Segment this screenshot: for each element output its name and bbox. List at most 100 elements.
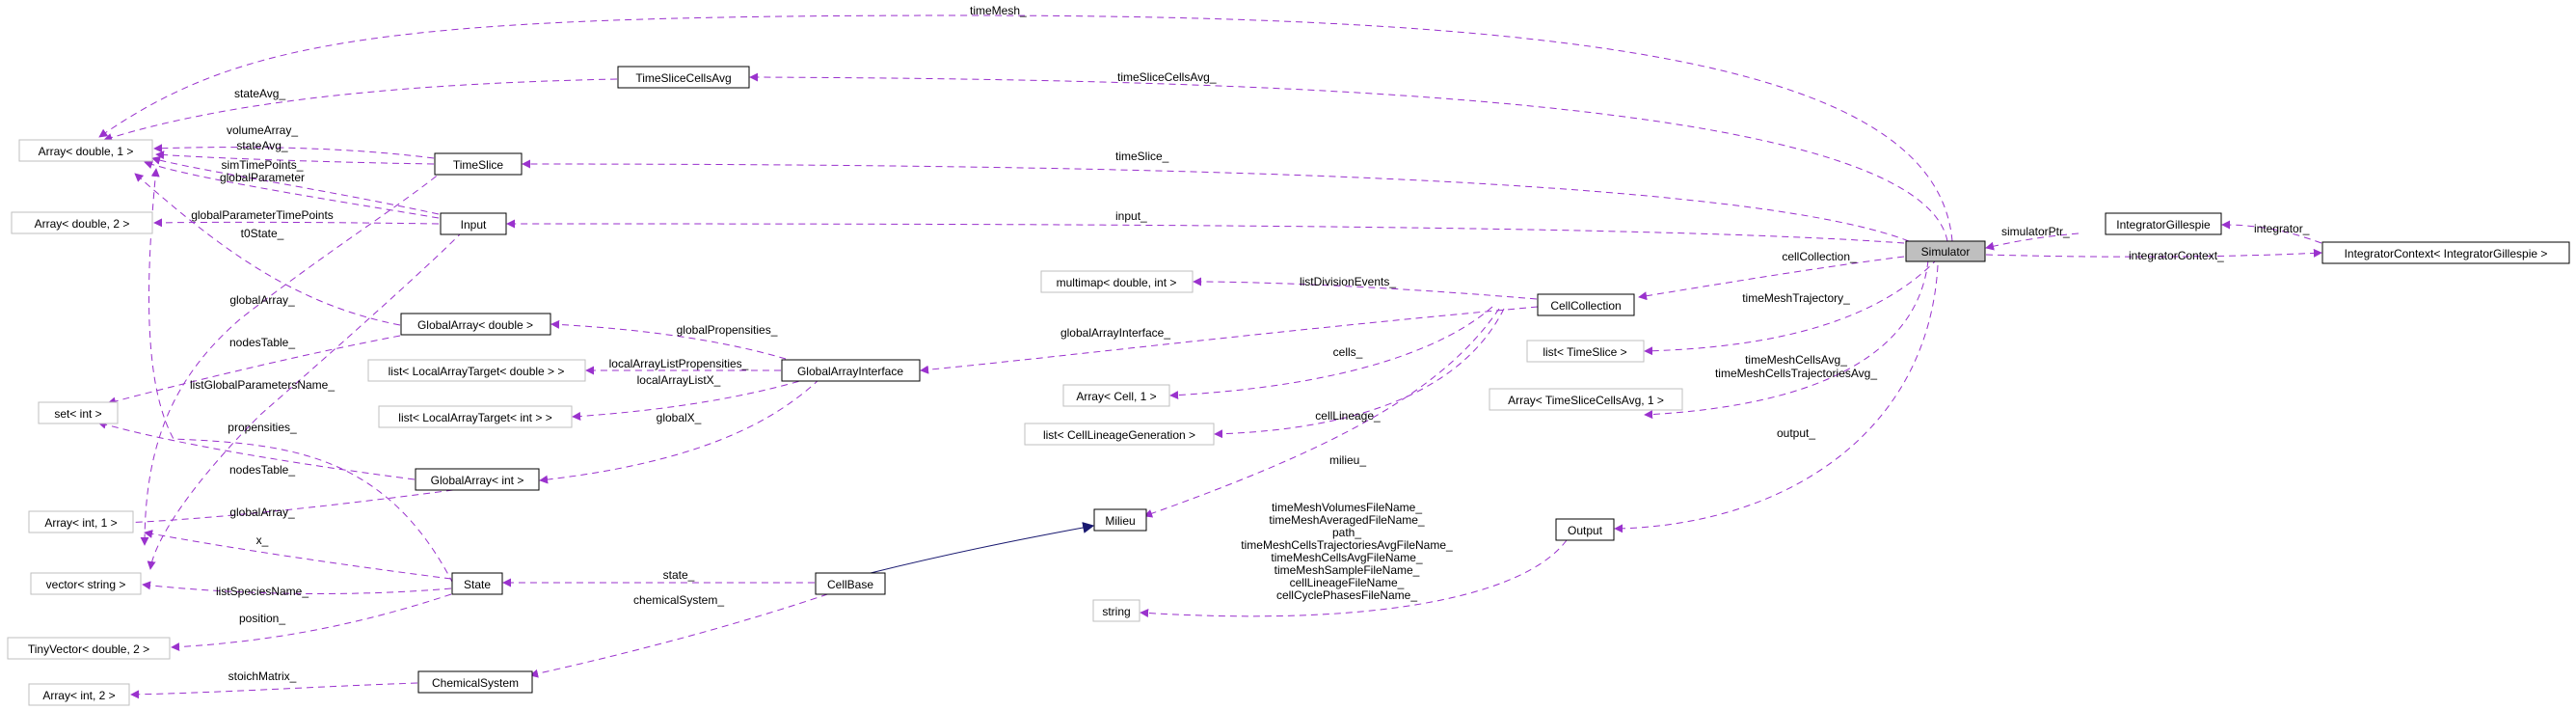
node-label: GlobalArrayInterface xyxy=(797,365,903,378)
label-string-field: timeMeshVolumesFileName_ xyxy=(1272,501,1422,514)
edge-list-global-parameters-name xyxy=(147,231,464,570)
node-label: Array< int, 1 > xyxy=(44,516,117,530)
label-output: output_ xyxy=(1777,426,1815,440)
node-global-array-interface[interactable]: GlobalArrayInterface xyxy=(781,359,921,382)
edge-time-slice-cells-avg xyxy=(749,72,1948,242)
label-list-species-name: listSpeciesName_ xyxy=(216,585,309,598)
node-array-int-2[interactable]: Array< int, 2 > xyxy=(28,683,130,706)
node-label: Output xyxy=(1568,524,1603,537)
edge-x xyxy=(144,530,452,580)
node-cell-base[interactable]: CellBase xyxy=(815,572,886,595)
node-array-int-1[interactable]: Array< int, 1 > xyxy=(28,510,134,533)
node-cell-collection[interactable]: CellCollection xyxy=(1537,293,1635,316)
edge-global-parameter xyxy=(144,160,440,219)
node-time-slice-cells-avg[interactable]: TimeSliceCellsAvg xyxy=(617,66,750,89)
node-label: multimap< double, int > xyxy=(1057,276,1177,289)
edge-time-slice xyxy=(522,159,1910,242)
edge-global-array-i xyxy=(122,489,454,528)
node-multimap[interactable]: multimap< double, int > xyxy=(1040,270,1194,293)
label-integrator: integrator_ xyxy=(2254,222,2310,235)
node-tiny-vector[interactable]: TinyVector< double, 2 > xyxy=(7,637,171,660)
edge-global-parameter-time-points xyxy=(153,218,440,228)
node-label: string xyxy=(1102,605,1130,618)
label-list-division-events: listDivisionEvents_ xyxy=(1300,275,1396,288)
label-string-field: timeMeshAveragedFileName_ xyxy=(1269,513,1425,527)
label-time-mesh-cells-avg: timeMeshCellsAvg_ xyxy=(1745,353,1847,367)
node-label: CellCollection xyxy=(1550,299,1621,313)
node-label: IntegratorContext< IntegratorGillespie > xyxy=(2345,247,2548,260)
node-integrator-context[interactable]: IntegratorContext< IntegratorGillespie > xyxy=(2321,241,2570,264)
label-cells: cells_ xyxy=(1333,345,1363,359)
label-global-parameter: globalParameter xyxy=(220,171,305,184)
label-simulator-ptr: simulatorPtr_ xyxy=(2001,225,2070,238)
edge-state-avg-tsca xyxy=(103,78,618,142)
node-list-cell-lineage[interactable]: list< CellLineageGeneration > xyxy=(1024,423,1215,446)
label-local-array-list-propensities: localArrayListPropensities_ xyxy=(609,357,749,370)
label-chemical-system: chemicalSystem_ xyxy=(633,593,724,607)
edge-output xyxy=(1614,264,1939,533)
label-time-mesh-cells-traj-avg: timeMeshCellsTrajectoriesAvg_ xyxy=(1715,367,1877,380)
label-position: position_ xyxy=(239,612,285,625)
label-nodes-table-d: nodesTable_ xyxy=(229,336,295,349)
node-label: vector< string > xyxy=(46,578,126,591)
nodes: Simulator TimeSliceCellsAvg Array< doubl… xyxy=(7,66,2570,706)
label-list-global-parameters-name: listGlobalParametersName_ xyxy=(190,378,335,392)
label-string-field: cellLineageFileName_ xyxy=(1290,576,1405,589)
node-label: IntegratorGillespie xyxy=(2116,218,2211,232)
node-list-time-slice[interactable]: list< TimeSlice > xyxy=(1526,340,1645,363)
node-list-target-double[interactable]: list< LocalArrayTarget< double > > xyxy=(367,359,586,382)
node-label: Array< TimeSliceCellsAvg, 1 > xyxy=(1508,394,1664,407)
edge-global-array-interface xyxy=(920,306,1539,374)
edge-integrator-context xyxy=(1985,248,2322,258)
node-label: list< CellLineageGeneration > xyxy=(1043,428,1195,442)
node-time-slice[interactable]: TimeSlice xyxy=(434,152,523,176)
node-label: Milieu xyxy=(1105,514,1135,528)
node-label: TimeSlice xyxy=(453,158,504,172)
node-global-array-int[interactable]: GlobalArray< int > xyxy=(415,468,540,491)
label-time-mesh-trajectory: timeMeshTrajectory_ xyxy=(1742,291,1850,305)
label-global-parameter-time-points: globalParameterTimePoints xyxy=(191,208,334,222)
node-array-cell-1[interactable]: Array< Cell, 1 > xyxy=(1062,384,1170,407)
node-global-array-double[interactable]: GlobalArray< double > xyxy=(400,313,551,336)
node-array-tsca-1[interactable]: Array< TimeSliceCellsAvg, 1 > xyxy=(1489,388,1683,411)
node-chemical-system[interactable]: ChemicalSystem xyxy=(417,670,533,694)
label-input: input_ xyxy=(1115,209,1147,223)
node-input[interactable]: Input xyxy=(440,212,507,235)
label-state-avg-ts: stateAvg_ xyxy=(236,139,287,152)
edge-milieu xyxy=(1143,308,1500,518)
node-label: GlobalArray< int > xyxy=(431,474,524,487)
node-output[interactable]: Output xyxy=(1555,518,1615,541)
label-volume-array: volumeArray_ xyxy=(227,123,298,137)
label-string-field: timeMeshSampleFileName_ xyxy=(1275,563,1420,577)
node-string[interactable]: string xyxy=(1092,599,1140,622)
label-x: x_ xyxy=(256,533,269,547)
label-cell-lineage: cellLineage_ xyxy=(1315,409,1381,423)
label-local-array-list-x: localArrayListX_ xyxy=(637,373,721,387)
edge-propensities xyxy=(148,168,454,585)
edge-global-array-d xyxy=(134,173,401,326)
edge-integrator xyxy=(2221,220,2322,244)
node-list-target-int[interactable]: list< LocalArrayTarget< int > > xyxy=(378,405,573,428)
label-time-slice-cells-avg: timeSliceCellsAvg_ xyxy=(1117,70,1217,84)
node-milieu[interactable]: Milieu xyxy=(1093,508,1147,532)
node-state[interactable]: State xyxy=(451,572,503,595)
label-string-field: timeMeshCellsTrajectoriesAvgFileName_ xyxy=(1241,538,1453,552)
node-integrator-gillespie[interactable]: IntegratorGillespie xyxy=(2105,212,2222,235)
edge-global-propensities xyxy=(550,319,787,360)
node-label: GlobalArray< double > xyxy=(417,318,533,332)
node-set-int[interactable]: set< int > xyxy=(38,401,119,424)
label-nodes-table-i: nodesTable_ xyxy=(229,463,295,477)
node-label: Array< double, 2 > xyxy=(35,217,130,231)
node-label: list< TimeSlice > xyxy=(1543,345,1626,359)
node-array-double-1[interactable]: Array< double, 1 > xyxy=(18,139,153,162)
label-global-array-d: globalArray_ xyxy=(229,293,295,307)
node-simulator[interactable]: Simulator xyxy=(1905,240,1986,262)
label-stoich-matrix: stoichMatrix_ xyxy=(228,669,297,683)
node-label: Input xyxy=(461,218,487,232)
edge-simulator-ptr xyxy=(1985,232,2080,251)
edges xyxy=(97,14,2322,699)
edge-labels: timeMesh_ stateAvg_ timeSliceCellsAvg_ v… xyxy=(190,4,2310,683)
edge-cells xyxy=(1169,306,1493,400)
node-vector-string[interactable]: vector< string > xyxy=(30,572,142,595)
node-array-double-2[interactable]: Array< double, 2 > xyxy=(11,211,153,234)
